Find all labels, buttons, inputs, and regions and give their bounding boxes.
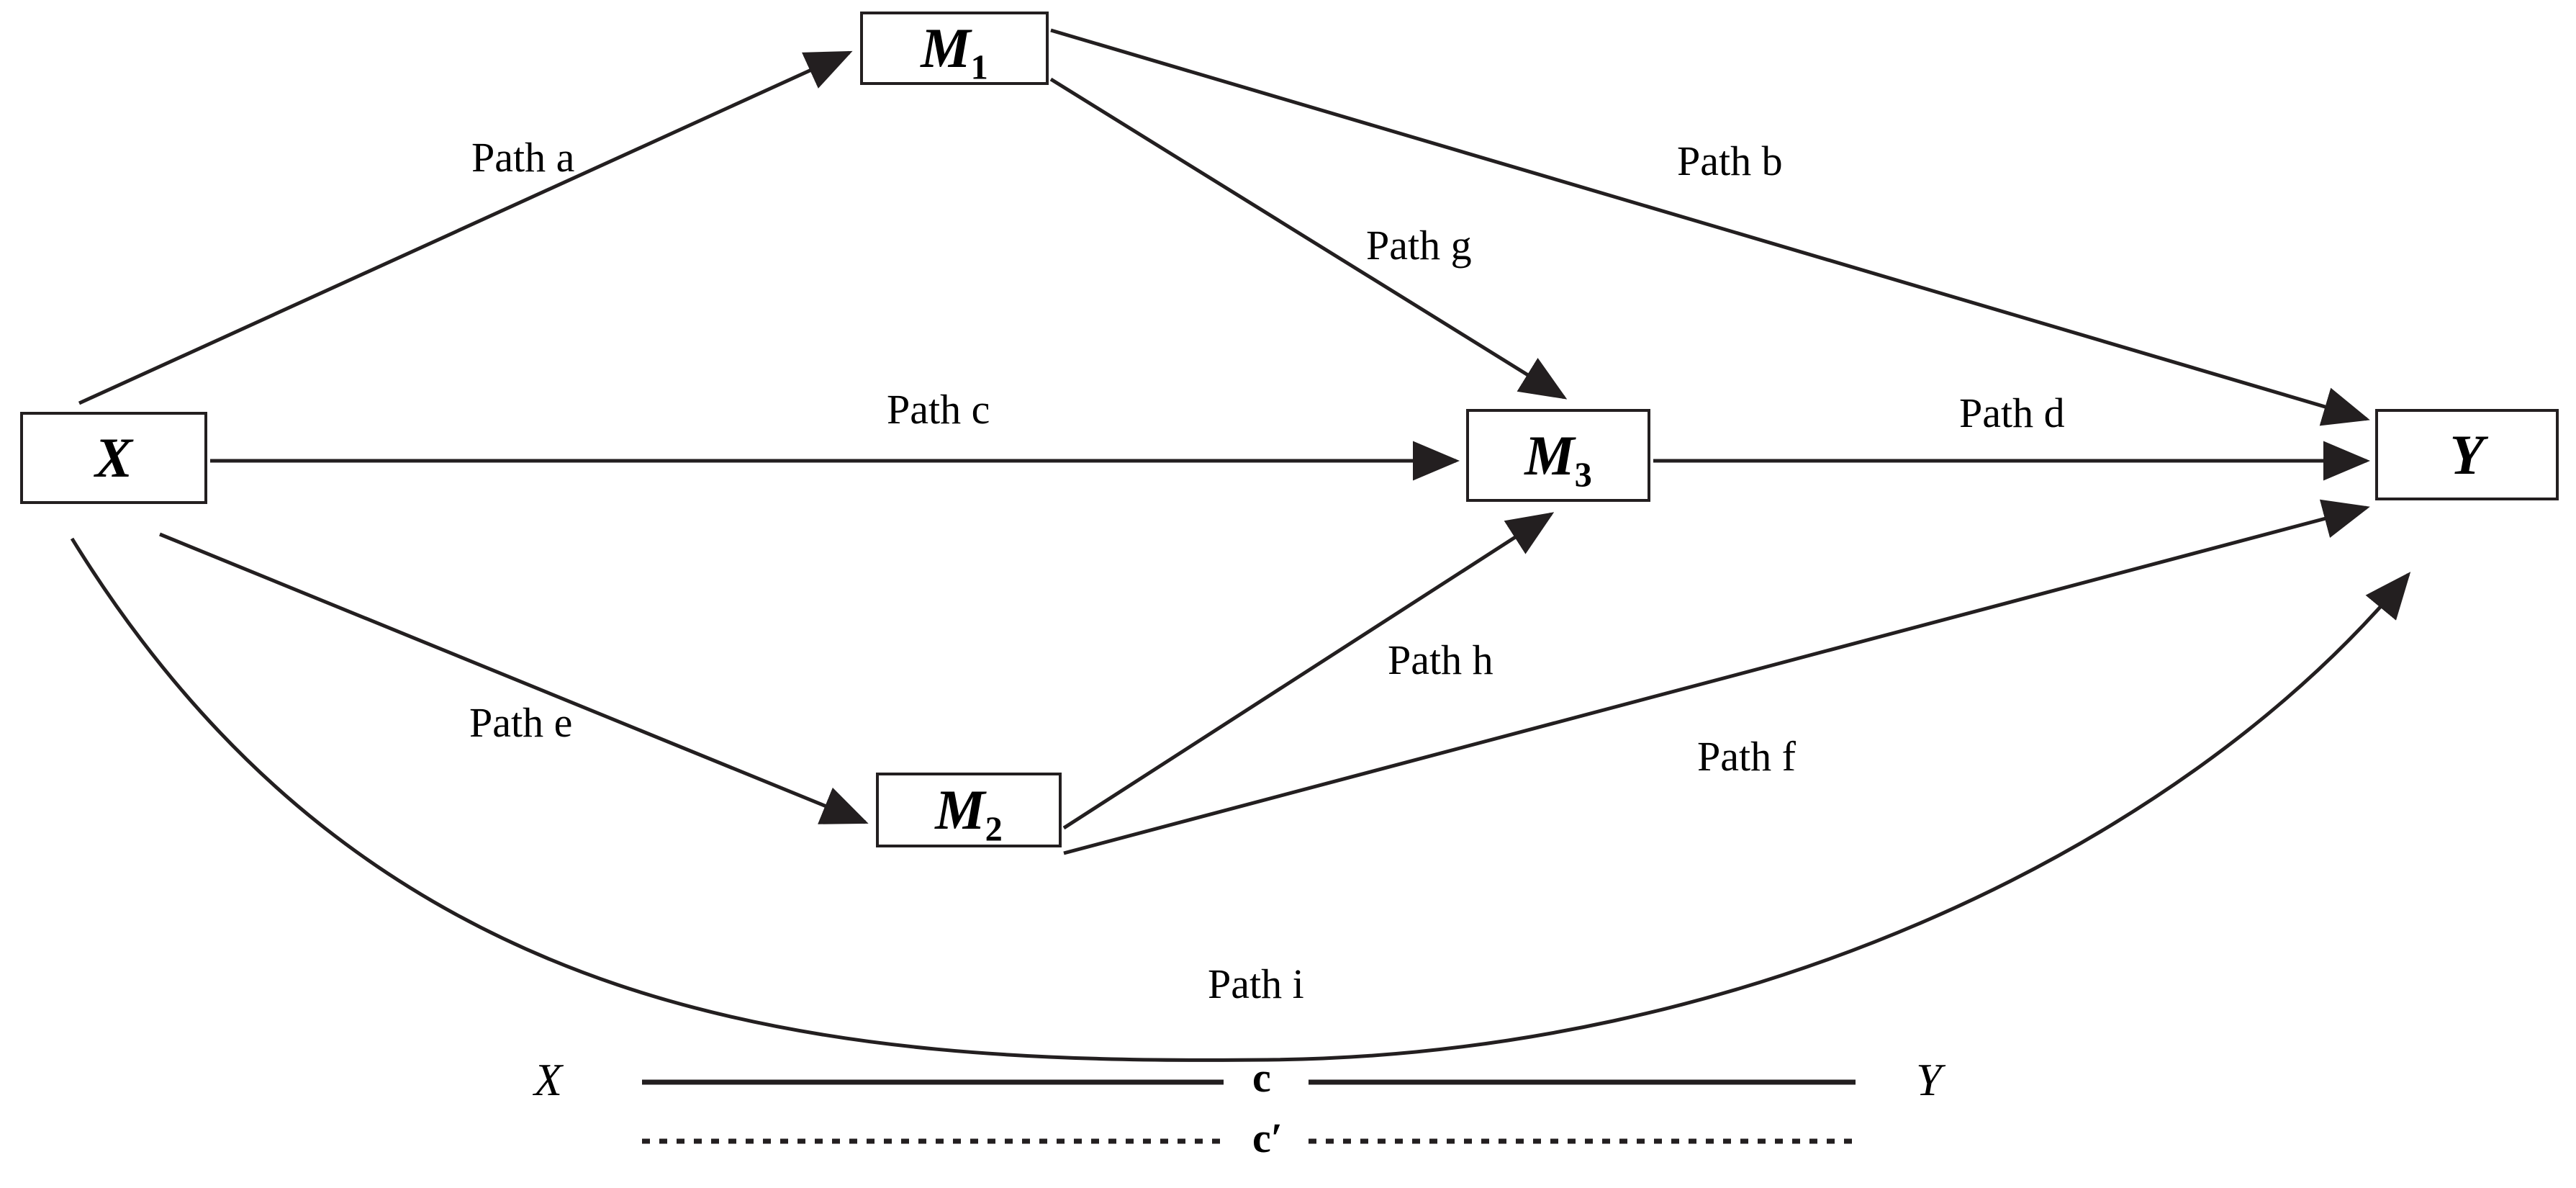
edge-path-h [1062,512,1555,830]
legend-label-x: X [534,1054,563,1105]
edge-path-f [1063,499,2370,855]
path-label-h: Path h [1388,636,1493,683]
edge-path-a [78,50,853,405]
path-label-i: Path i [1208,960,1304,1007]
node-box-m2[interactable]: M2 [876,773,1062,847]
node-label-y: Y [2449,423,2485,486]
legend-label-y: Y [1916,1054,1942,1105]
path-label-b: Path b [1677,138,1783,184]
node-label-m2: M2 [935,778,1003,849]
edge-path-e [159,532,869,824]
legend-direct-effect-label: c′ [1252,1115,1283,1161]
node-box-x[interactable]: X [20,412,207,504]
path-label-c: Path c [887,386,990,433]
path-label-f: Path f [1697,733,1796,780]
node-box-m1[interactable]: M1 [860,12,1049,85]
node-box-y[interactable]: Y [2375,409,2559,500]
path-label-d: Path d [1959,390,2065,436]
legend-total-effect-label: c [1252,1054,1271,1101]
node-label-x: X [94,426,133,489]
path-label-e: Path e [469,699,573,746]
edge-path-g [1049,77,1568,400]
path-label-g: Path g [1366,222,1472,269]
path-label-a: Path a [471,134,575,181]
node-label-m3: M3 [1524,423,1592,495]
node-label-m1: M1 [921,17,988,87]
node-box-m3[interactable]: M3 [1466,409,1650,502]
edge-path-b [1050,28,2370,426]
edge-path-i [70,537,2411,1062]
